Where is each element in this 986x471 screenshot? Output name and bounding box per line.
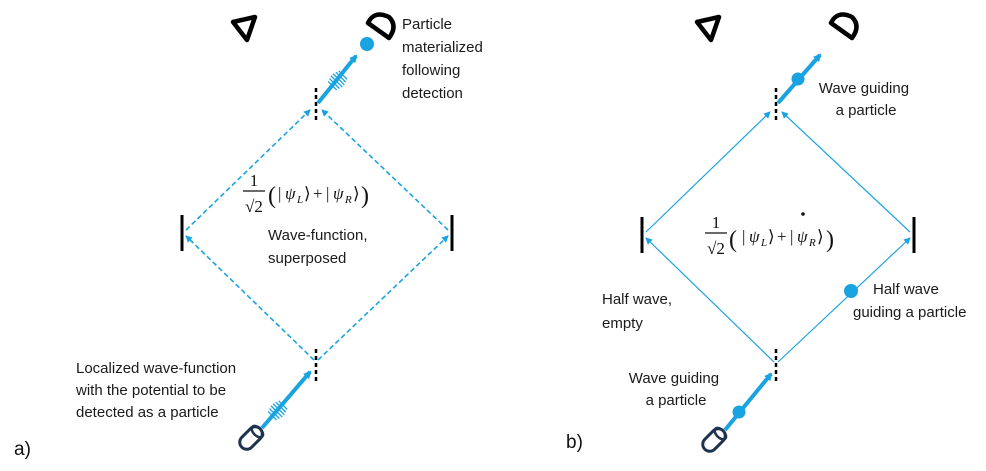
formula-bar: |: [326, 184, 329, 203]
formula-sub: R: [808, 237, 816, 249]
formula-paren: ): [826, 227, 834, 253]
formula-angle: ⟩: [304, 184, 311, 203]
formula-sub: R: [344, 194, 352, 206]
formula-psi: ψ: [333, 184, 344, 203]
formula-plus: +: [777, 227, 787, 246]
left-half-label: Half wave, empty: [602, 291, 676, 332]
particle-label: Particle materialized following detectio…: [402, 16, 487, 102]
source-label: Localized wave-function with the potenti…: [75, 360, 240, 421]
wave-packet-icon: [267, 400, 288, 421]
formula-a: 1 √2 ( | ψ L ⟩ + | ψ R ⟩ ): [243, 171, 369, 216]
particle-source-icon: [238, 424, 265, 451]
particle-dot-icon: [844, 284, 858, 298]
wave-function-label: Wave-function, superposed: [268, 227, 372, 267]
formula-psi: ψ: [749, 227, 760, 246]
formula-numerator: 1: [712, 213, 721, 232]
panel-a: 1 √2 ( | ψ L ⟩ + | ψ R ⟩ ) Particle mate…: [14, 12, 487, 460]
detector-icon: [828, 12, 859, 41]
formula-paren: (: [729, 227, 737, 253]
formula-plus: +: [313, 184, 323, 203]
formula-angle: ⟩: [768, 227, 775, 246]
formula-denominator: √2: [707, 239, 725, 258]
detector-icon: [365, 12, 396, 41]
formula-numerator: 1: [250, 171, 259, 190]
formula-denominator: √2: [245, 197, 263, 216]
formula-angle: ⟩: [817, 227, 824, 246]
formula-b: 1 √2 ( | ψ L ⟩ + | ψ R ⟩ ): [705, 212, 834, 258]
particle-dot-icon: [360, 37, 374, 51]
panel-a-tag: a): [14, 439, 31, 460]
formula-bar: |: [278, 184, 281, 203]
particle-source-icon: [701, 426, 728, 453]
bottom-label: Wave guiding a particle: [629, 370, 724, 409]
formula-paren: (: [268, 183, 276, 209]
formula-bar: |: [742, 227, 745, 246]
formula-psi: ψ: [797, 227, 808, 246]
particle-dot-icon: [791, 72, 805, 86]
right-half-label: Half wave guiding a particle: [853, 281, 966, 321]
formula-psi: ψ: [285, 184, 296, 203]
detector-icon: [230, 14, 258, 43]
formula-angle: ⟩: [353, 184, 360, 203]
formula-dot: [801, 212, 805, 216]
formula-sub: L: [296, 194, 303, 206]
top-label: Wave guiding a particle: [819, 80, 914, 119]
panel-b-tag: b): [566, 432, 583, 453]
formula-bar: |: [790, 227, 793, 246]
detector-icon: [694, 14, 722, 43]
wave-packet-icon: [327, 70, 348, 91]
formula-sub: L: [760, 237, 767, 249]
panel-b: 1 √2 ( | ψ L ⟩ + | ψ R ⟩ ) Wave guiding …: [566, 12, 966, 453]
particle-dot-icon: [732, 405, 746, 419]
formula-paren: ): [361, 183, 369, 209]
